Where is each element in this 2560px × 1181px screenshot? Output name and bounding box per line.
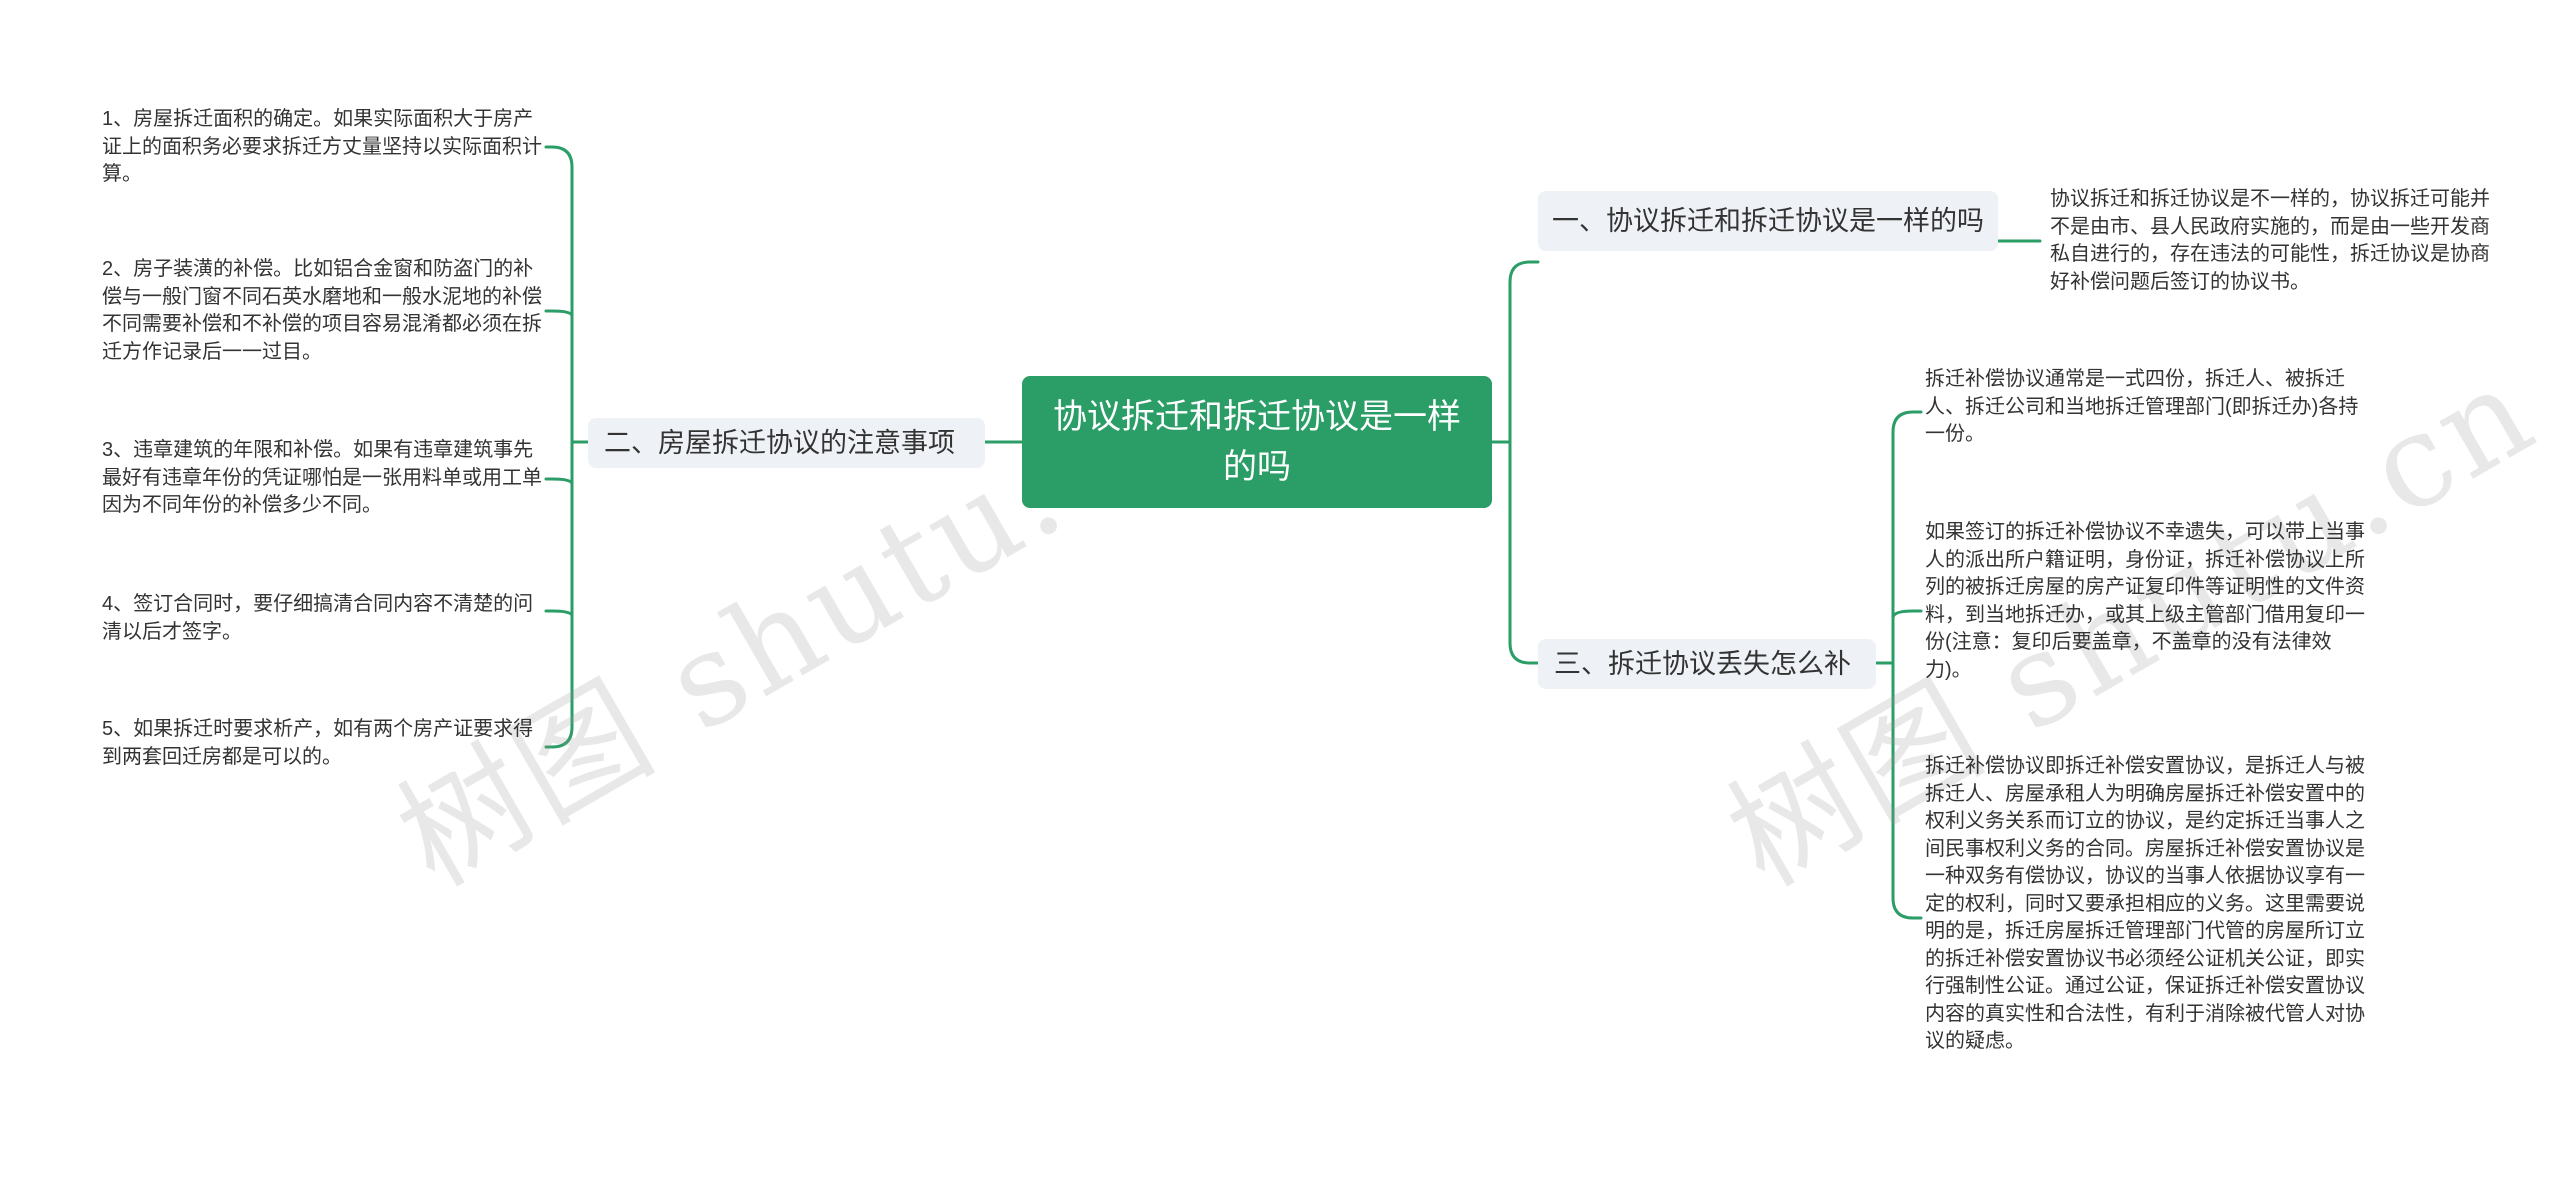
connector-right-trunk — [1508, 260, 1532, 665]
connector-left-leaf-2 — [544, 309, 574, 318]
branch-1-leaf[interactable]: 协议拆迁和拆迁协议是不一样的，协议拆迁可能并不是由市、县人民政府实施的，而是由一… — [2050, 188, 2490, 293]
branch-2-leaf-2[interactable]: 2、房子装潢的补偿。比如铝合金窗和防盗门的补偿与一般门窗不同石英水磨地和一般水泥… — [102, 258, 542, 363]
branch-1-topic[interactable]: 一、协议拆迁和拆迁协议是一样的吗 — [1538, 191, 1998, 251]
branch-2-leaf-4[interactable]: 4、签订合同时，要仔细搞清合同内容不清楚的问清以后才签字。 — [102, 593, 534, 643]
branch-2-leaf-5[interactable]: 5、如果拆迁时要求析产，如有两个房产证要求得到两套回迁房都是可以的。 — [102, 718, 534, 768]
branch-3-leaf-3[interactable]: 拆迁补偿协议即拆迁补偿安置协议，是拆迁人与被拆迁人、房屋承租人为明确房屋拆迁补偿… — [1925, 755, 2365, 1052]
branch-2-leaf-1[interactable]: 1、房屋拆迁面积的确定。如果实际面积大于房产证上的面积务必要求拆迁方丈量坚持以实… — [102, 108, 542, 185]
branch-3-leaf-1[interactable]: 拆迁补偿协议通常是一式四份，拆迁人、被拆迁人、拆迁公司和当地拆迁管理部门(即拆迁… — [1925, 368, 2359, 445]
connector-left-leaf-3 — [544, 477, 574, 486]
branch-3-topic[interactable]: 三、拆迁协议丢失怎么补 — [1538, 639, 1876, 689]
branch-3-leaf-2[interactable]: 如果签订的拆迁补偿协议不幸遗失，可以带上当事人的派出所户籍证明，身份证，拆迁补偿… — [1925, 521, 2365, 681]
connector-b3-leaf-2 — [1891, 609, 1923, 620]
branch-2-leaf-3[interactable]: 3、违章建筑的年限和补偿。如果有违章建筑事先最好有违章年份的凭证哪怕是一张用料单… — [102, 439, 542, 516]
central-topic[interactable]: 协议拆迁和拆迁协议是一样的吗 — [1022, 376, 1492, 508]
connector-left-leaf-4 — [544, 609, 574, 618]
branch-2-topic[interactable]: 二、房屋拆迁协议的注意事项 — [588, 418, 985, 468]
